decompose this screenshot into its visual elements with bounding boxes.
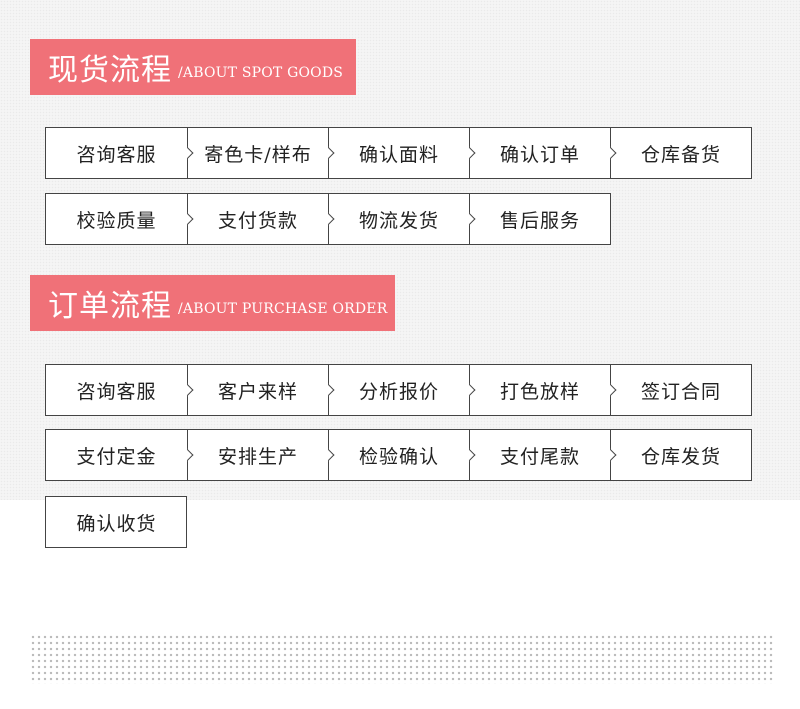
spot-goods-title: 现货流程 [48,53,172,88]
step-label: 打色放样 [499,380,580,403]
step-label: 安排生产 [217,445,298,468]
step-label: 校验质量 [76,209,157,232]
step-label: 仓库备货 [640,143,721,166]
step-label: 检验确认 [358,445,439,468]
spot-goods-header: 现货流程 /ABOUT SPOT GOODS [30,39,356,95]
step-label: 签订合同 [640,380,721,403]
order-step-quote: 分析报价 [328,365,469,415]
order-step-production: 安排生产 [187,430,328,480]
spot-flow-row-2: 校验质量 支付货款 物流发货 售后服务 [45,193,611,245]
spot-goods-subtitle: /ABOUT SPOT GOODS [178,65,344,81]
spot-step-send-color-card: 寄色卡/样布 [187,128,328,178]
chevron-right-icon [328,365,342,415]
spot-step-pay: 支付货款 [187,194,328,244]
order-step-pay-balance: 支付尾款 [469,430,610,480]
step-label: 支付尾款 [499,445,580,468]
step-label: 支付定金 [76,445,157,468]
chevron-right-icon [469,194,483,244]
decorative-dot-grid [30,634,775,684]
purchase-order-header: 订单流程 /ABOUT PURCHASE ORDER [30,275,395,331]
step-label: 物流发货 [358,209,439,232]
spot-step-confirm-order: 确认订单 [469,128,610,178]
order-step-sign-contract: 签订合同 [610,365,751,415]
purchase-order-subtitle: /ABOUT PURCHASE ORDER [178,301,388,317]
order-step-pay-deposit: 支付定金 [46,430,187,480]
step-label: 仓库发货 [640,445,721,468]
chevron-right-icon [187,128,201,178]
chevron-right-icon [469,128,483,178]
step-label: 咨询客服 [76,143,157,166]
order-flow-row-2: 支付定金 安排生产 检验确认 支付尾款 仓库发货 [45,429,752,481]
step-label: 咨询客服 [76,380,157,403]
purchase-order-title: 订单流程 [48,289,172,324]
spot-step-check-quality: 校验质量 [46,194,187,244]
order-flow-row-1: 咨询客服 客户来样 分析报价 打色放样 签订合同 [45,364,752,416]
order-step-consult: 咨询客服 [46,365,187,415]
chevron-right-icon [328,430,342,480]
step-label: 寄色卡/样布 [204,143,312,166]
chevron-right-icon [610,430,624,480]
order-step-color-sampling: 打色放样 [469,365,610,415]
chevron-right-icon [469,365,483,415]
chevron-right-icon [610,128,624,178]
order-step-customer-sample: 客户来样 [187,365,328,415]
spot-step-consult: 咨询客服 [46,128,187,178]
step-label: 支付货款 [217,209,298,232]
order-step-warehouse-ship: 仓库发货 [610,430,751,480]
spot-flow-row-1: 咨询客服 寄色卡/样布 确认面料 确认订单 仓库备货 [45,127,752,179]
step-label: 确认订单 [499,143,580,166]
spot-step-confirm-fabric: 确认面料 [328,128,469,178]
spot-step-warehouse-stock: 仓库备货 [610,128,751,178]
step-label: 客户来样 [217,380,298,403]
order-step-confirm-receipt: 确认收货 [46,497,187,547]
chevron-right-icon [187,194,201,244]
spot-step-after-sales: 售后服务 [469,194,610,244]
step-label: 确认收货 [76,512,157,535]
chevron-right-icon [328,128,342,178]
chevron-right-icon [610,365,624,415]
step-label: 售后服务 [499,209,580,232]
order-step-inspect: 检验确认 [328,430,469,480]
step-label: 分析报价 [358,380,439,403]
step-label: 确认面料 [358,143,439,166]
chevron-right-icon [187,365,201,415]
chevron-right-icon [187,430,201,480]
order-flow-row-3: 确认收货 [45,496,187,548]
spot-step-ship: 物流发货 [328,194,469,244]
chevron-right-icon [469,430,483,480]
chevron-right-icon [328,194,342,244]
